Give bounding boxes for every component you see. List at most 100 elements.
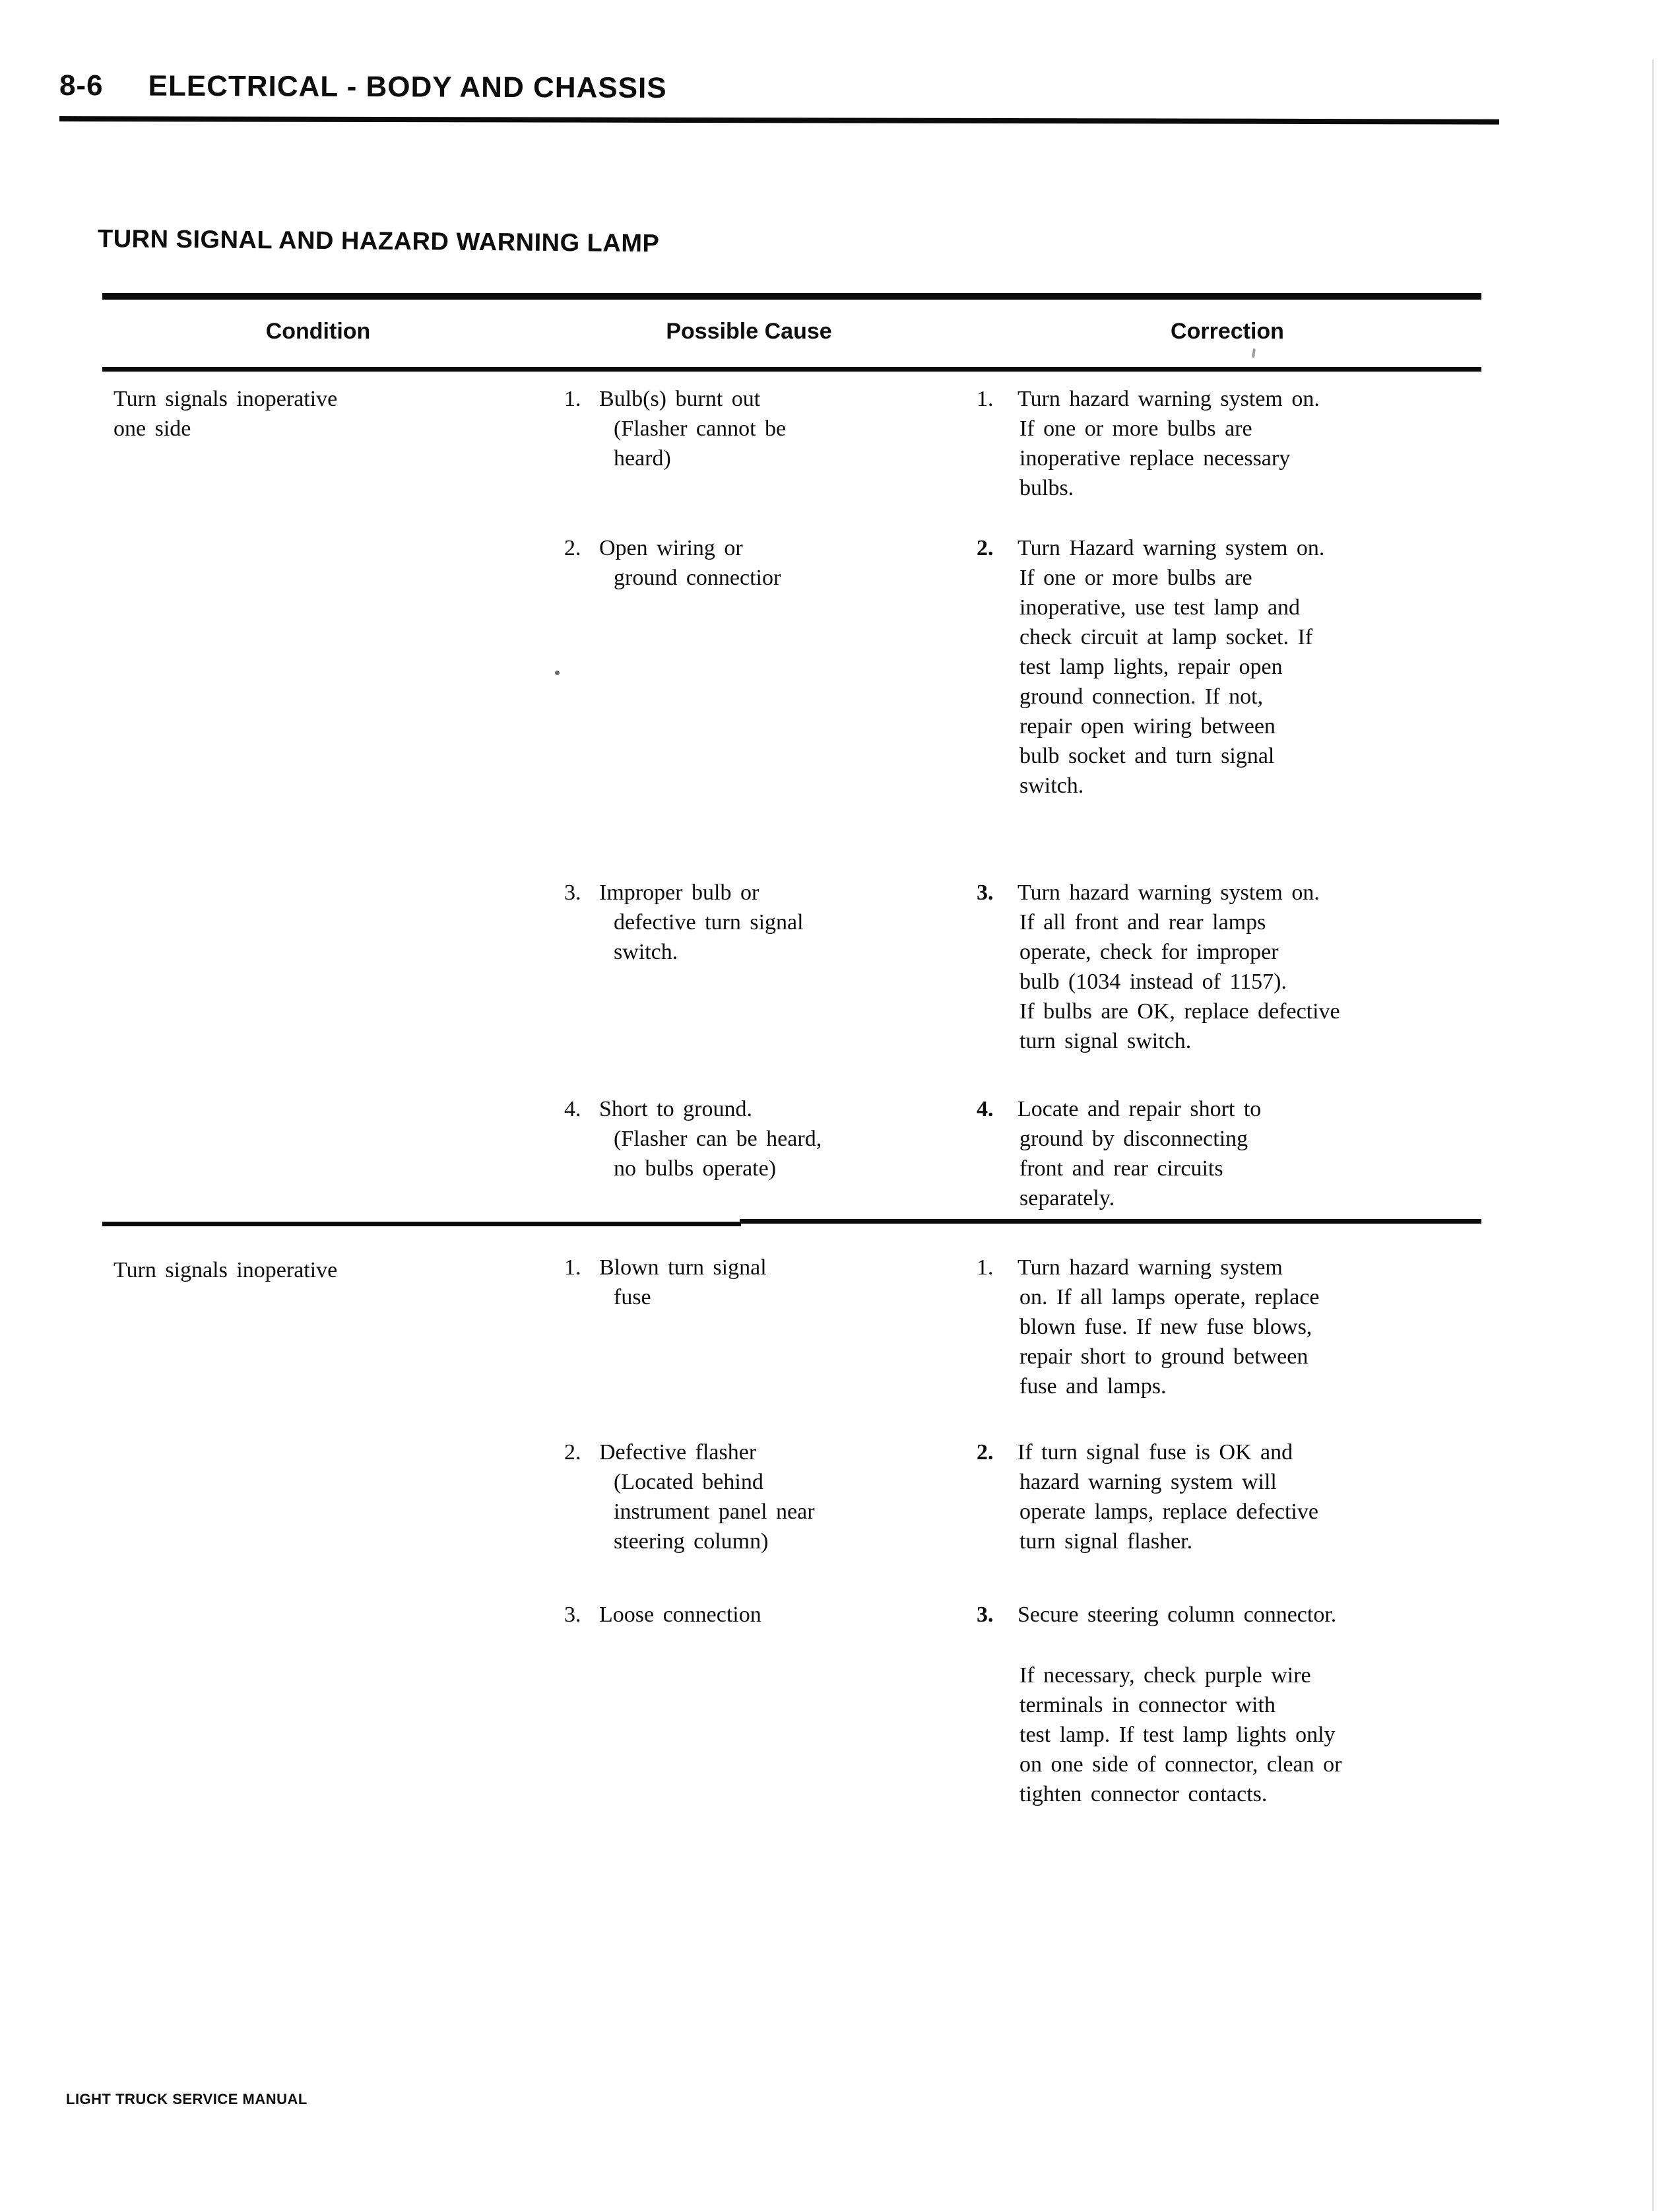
text-line: bulbs. [1019,476,1074,500]
cause-number: 2. [564,1440,581,1465]
correction-number: 3. [977,1602,994,1627]
table-header-rule [102,367,1481,372]
correction-number: 2. [977,1440,994,1465]
text-line: 1.Turn hazard warning system on. [977,384,1320,414]
page-header-title: ELECTRICAL - BODY AND CHASSIS [148,69,667,105]
cause-number: 3. [564,1602,581,1627]
row-separator-rule [740,1219,1481,1224]
column-header-possible-cause: Possible Cause [666,319,832,344]
text-line: If bulbs are OK, replace defective [1019,999,1340,1024]
correction-number: 4. [977,1097,994,1121]
text-line: 3.Turn hazard warning system on. [977,878,1340,908]
text-line: operate lamps, replace defective [1019,1500,1318,1524]
text-line: 1. Bulb(s) burnt out [564,384,786,414]
condition-cell: Turn signals inoperative [113,1255,337,1285]
cause-number: 1. [564,1255,581,1280]
text-line: If one or more bulbs are [1019,566,1252,590]
text-line: 2. Open wiring or [564,533,781,563]
page-number: 8-6 [59,69,104,102]
text-line: instrument panel near [614,1500,815,1524]
cause-number: 2. [564,536,581,560]
correction-cell: 4. Locate and repair short to ground by di… [977,1094,1261,1213]
cause-number: 1. [564,387,581,411]
text-line: 2.If turn signal fuse is OK and [977,1437,1318,1467]
text-span: Turn hazard warning system [1018,1255,1283,1280]
text-span: Turn Hazard warning system on. [1018,536,1325,560]
text-span: Defective flasher [599,1440,757,1465]
text-line: terminals in connector with [1019,1693,1276,1717]
correction-number: 3. [977,880,994,905]
text-line: (Flasher cannot be [614,416,787,441]
row-separator-rule [102,1222,741,1226]
cause-cell: 3. Loose connection [564,1600,761,1630]
text-line: heard) [614,446,671,471]
text-line: 1. Turn hazard warning system [977,1253,1320,1282]
cause-number: 4. [564,1097,581,1121]
text-line: separately. [1019,1186,1115,1210]
text-line: 3. Loose connection [564,1600,761,1630]
correction-cell: 3.Turn hazard warning system on.If all f… [977,878,1340,1056]
text-line: bulb (1034 instead of 1157). [1019,970,1287,994]
text-line: check circuit at lamp socket. If [1019,625,1313,649]
table-top-rule [102,293,1481,300]
text-line: steering column) [614,1529,769,1554]
text-line: If necessary, check purple wire [1019,1663,1311,1688]
text-line: repair open wiring between [1019,714,1276,739]
correction-cell: 1.Turn hazard warning system on.If one o… [977,384,1320,503]
text-line: switch. [1019,774,1084,798]
text-line: defective turn signal [614,910,804,935]
text-line: front and rear circuits [1019,1156,1223,1181]
text-line: fuse [614,1285,651,1309]
section-title: TURN SIGNAL AND HAZARD WARNING LAMP [97,225,660,258]
correction-number: 1. [977,1255,994,1280]
text-line: 3.Improper bulb or [564,878,804,908]
text-line: inoperative, use test lamp and [1019,595,1301,620]
text-line: If one or more bulbs are [1019,416,1252,441]
text-line: ground connection. If not, [1019,684,1264,709]
text-line: operate, check for improper [1019,940,1279,964]
text-line: test lamp lights, repair open [1019,655,1283,679]
column-header-correction: Correction [1171,319,1284,344]
text-line: turn signal switch. [1019,1029,1192,1053]
correction-number: 1. [977,387,994,411]
scan-artifact-mark [1252,348,1256,358]
text-line: ground by disconnecting [1019,1127,1248,1151]
cause-number: 3. [564,880,581,905]
text-span: Bulb(s) burnt out [599,387,761,411]
text-span: Locate and repair short to [1018,1097,1262,1121]
text-line: switch. [614,940,678,964]
text-line: blown fuse. If new fuse blows, [1019,1315,1312,1339]
text-span: Secure steering column connector. [1018,1602,1337,1627]
text-line: on one side of connector, clean or [1019,1752,1342,1777]
text-span: Short to ground. [599,1097,752,1121]
text-line: Turn signals inoperative [113,1258,338,1282]
text-span: Open wiring or [599,536,743,560]
text-line: If all front and rear lamps [1019,910,1266,935]
text-line: Turn signals inoperative [113,387,338,411]
correction-number: 2. [977,536,994,560]
text-line: one side [113,416,191,441]
text-line: inoperative replace necessary [1019,446,1291,471]
cause-cell: 1.Blown turn signal fuse [564,1253,767,1312]
text-line: 1.Blown turn signal [564,1253,767,1282]
column-header-condition: Condition [265,319,371,344]
text-line: fuse and lamps. [1019,1374,1167,1399]
cause-cell: 1. Bulb(s) burnt out (Flasher cannot be hea… [564,384,786,473]
scan-artifact-dot [555,671,560,675]
text-line: test lamp. If test lamp lights only [1019,1723,1336,1747]
text-line: 4. Locate and repair short to [977,1094,1261,1124]
text-line: 3. Secure steering column connector. [977,1600,1336,1630]
text-line: bulb socket and turn signal [1019,744,1275,768]
text-span: Loose connection [599,1602,761,1627]
correction-cell: 2. Turn Hazard warning system on. If one o… [977,533,1324,801]
text-line: repair short to ground between [1019,1344,1308,1369]
correction-extra-paragraph: If necessary, check purple wire terminals… [1019,1661,1341,1809]
text-line: 4. Short to ground. [564,1094,822,1124]
text-line: tighten connector contacts. [1019,1782,1268,1806]
